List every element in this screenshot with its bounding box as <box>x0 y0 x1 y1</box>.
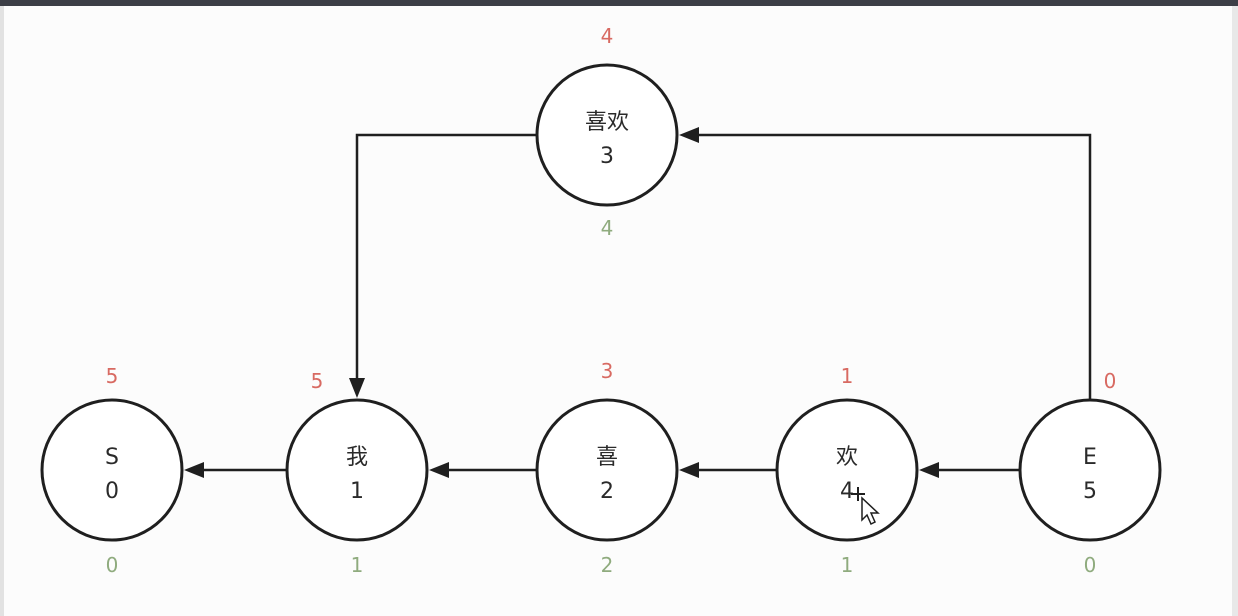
edge-huan-to-xi-arrow <box>679 462 699 478</box>
node-huan-bottom-number: 1 <box>841 553 854 577</box>
node-xihuan-bottom-number: 4 <box>601 216 614 240</box>
node-S-top-number: 5 <box>106 364 119 388</box>
node-xi-circle <box>535 398 679 542</box>
node-E: E 5 0 0 <box>1018 369 1162 577</box>
edge-xihuan-to-wo <box>355 133 537 380</box>
node-wo-circle <box>285 398 429 542</box>
node-S-bottom-number: 0 <box>106 553 119 577</box>
edges-layer <box>184 127 1092 478</box>
right-edge <box>1232 6 1238 616</box>
left-edge <box>0 6 4 616</box>
node-wo-bottom-number: 1 <box>351 553 364 577</box>
node-xihuan: 喜欢 3 4 4 <box>535 24 679 240</box>
node-huan-label: 欢 <box>836 445 858 470</box>
node-wo: 我 1 5 1 <box>285 369 429 577</box>
node-E-circle <box>1018 398 1162 542</box>
node-E-index: 5 <box>1083 479 1097 504</box>
node-huan-circle <box>775 398 919 542</box>
node-E-top-number: 0 <box>1104 369 1117 393</box>
cursor-icon <box>851 487 880 526</box>
node-xihuan-top-number: 4 <box>601 24 614 48</box>
edge-xihuan-to-wo-arrow <box>349 378 365 398</box>
node-xi-top-number: 3 <box>601 359 614 383</box>
node-xi-label: 喜 <box>596 445 618 470</box>
node-wo-label: 我 <box>346 445 368 470</box>
node-huan: 欢 4 1 1 <box>775 364 919 577</box>
node-xihuan-circle <box>535 63 679 207</box>
node-wo-index: 1 <box>350 479 364 504</box>
node-huan-top-number: 1 <box>841 364 854 388</box>
node-xi-index: 2 <box>600 479 614 504</box>
node-xi: 喜 2 3 2 <box>535 359 679 577</box>
edge-E-to-huan-arrow <box>919 462 939 478</box>
edge-wo-to-S-arrow <box>184 462 204 478</box>
node-xihuan-index: 3 <box>600 144 614 169</box>
node-xi-bottom-number: 2 <box>601 553 614 577</box>
node-huan-index: 4 <box>840 479 854 504</box>
node-S-index: 0 <box>105 479 119 504</box>
node-E-bottom-number: 0 <box>1084 553 1097 577</box>
node-xihuan-label: 喜欢 <box>585 110 629 135</box>
window-top-bar <box>0 0 1238 6</box>
node-S: S 0 5 0 <box>40 364 184 577</box>
edge-E-to-xihuan-arrow <box>679 127 699 143</box>
node-S-circle <box>40 398 184 542</box>
node-E-label: E <box>1083 445 1097 470</box>
edge-xi-to-wo-arrow <box>429 462 449 478</box>
node-wo-top-number: 5 <box>311 369 324 393</box>
node-S-label: S <box>105 445 119 470</box>
edge-E-to-xihuan <box>697 133 1092 400</box>
